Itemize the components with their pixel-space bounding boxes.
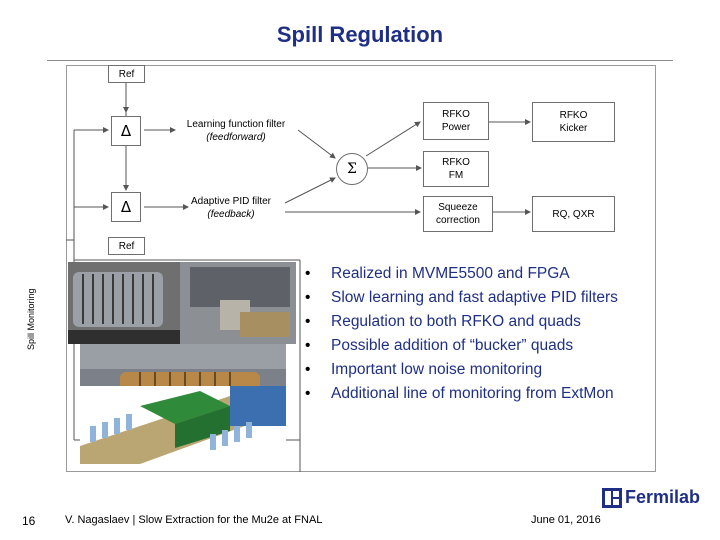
- footer-text: V. Nagaslaev | Slow Extraction for the M…: [65, 514, 323, 526]
- learning-filter-mode: (feedforward): [206, 132, 266, 143]
- list-item: • Important low noise monitoring: [305, 358, 618, 382]
- delta-symbol: Δ: [120, 197, 132, 216]
- footer-date: June 01, 2016: [531, 514, 601, 526]
- rfko-kicker-line2: Kicker: [559, 123, 588, 134]
- ref-bottom-box: Ref: [108, 237, 145, 255]
- slide-title: Spill Regulation: [276, 22, 444, 47]
- list-item: • Possible addition of “bucker” quads: [305, 334, 618, 358]
- pid-filter-name: Adaptive PID filter: [190, 196, 272, 207]
- bullet-text: Slow learning and fast adaptive PID filt…: [331, 289, 618, 306]
- bullet-dot: •: [305, 361, 311, 378]
- pid-filter-label: Adaptive PID filter (feedback): [176, 195, 286, 221]
- bullet-text: Possible addition of “bucker” quads: [331, 337, 574, 354]
- slide-number: 16: [22, 514, 36, 528]
- pid-filter-mode: (feedback): [207, 209, 255, 220]
- rfko-fm-line1: RFKO: [442, 157, 470, 168]
- rfko-fm-line2: FM: [448, 170, 464, 181]
- learning-filter-name: Learning function filter: [186, 119, 286, 130]
- squeeze-line1: Squeeze: [438, 202, 478, 213]
- rq-qxr-label: RQ, QXR: [552, 208, 595, 220]
- bullet-list: • Realized in MVME5500 and FPGA • Slow lea…: [305, 262, 618, 406]
- bullet-text: Additional line of monitoring from ExtMo…: [331, 385, 614, 402]
- cad-model-image: [80, 386, 286, 464]
- diagram-frame: [66, 65, 656, 472]
- bullet-dot: •: [305, 385, 311, 402]
- squeeze-correction-box: Squeeze correction: [423, 196, 493, 232]
- rfko-power-box: RFKO Power: [423, 102, 489, 140]
- list-item: • Realized in MVME5500 and FPGA: [305, 262, 618, 286]
- spill-monitoring-label: Spill Monitoring: [26, 288, 36, 350]
- ref-top-label: Ref: [118, 68, 135, 80]
- rack-electronics-photo: [68, 262, 183, 344]
- rfko-kicker-line1: RFKO: [559, 110, 588, 121]
- list-item: • Regulation to both RFKO and quads: [305, 310, 618, 334]
- rfko-kicker-box: RFKO Kicker: [532, 102, 615, 142]
- fermilab-logo-text: Fermilab: [625, 487, 701, 507]
- bullet-dot: •: [305, 337, 311, 354]
- fermilab-logo: Fermilab: [602, 487, 700, 508]
- summing-node: Σ: [336, 153, 368, 185]
- bullet-text: Important low noise monitoring: [331, 361, 543, 378]
- bullet-dot: •: [305, 265, 311, 282]
- bullet-text: Realized in MVME5500 and FPGA: [331, 265, 570, 282]
- fpga-board-photo: [180, 262, 296, 344]
- rq-qxr-box: RQ, QXR: [532, 196, 615, 232]
- rfko-fm-box: RFKO FM: [423, 151, 489, 187]
- list-item: • Additional line of monitoring from ExtM…: [305, 382, 618, 406]
- list-item: • Slow learning and fast adaptive PID fil…: [305, 286, 618, 310]
- title-rule: [47, 60, 673, 61]
- delta-feedforward: Δ: [111, 116, 141, 146]
- learning-filter-label: Learning function filter (feedforward): [176, 118, 296, 144]
- bullet-dot: •: [305, 313, 311, 330]
- rfko-power-line2: Power: [441, 122, 471, 133]
- ref-bottom-label: Ref: [118, 240, 135, 252]
- bullet-dot: •: [305, 289, 311, 306]
- ref-top-box: Ref: [108, 65, 145, 83]
- bullet-text: Regulation to both RFKO and quads: [331, 313, 581, 330]
- rfko-power-line1: RFKO: [442, 109, 470, 120]
- sum-symbol: Σ: [347, 160, 357, 177]
- delta-symbol: Δ: [120, 121, 132, 140]
- squeeze-line2: correction: [436, 215, 480, 226]
- fermilab-logo-icon: [602, 487, 622, 508]
- delta-feedback: Δ: [111, 192, 141, 222]
